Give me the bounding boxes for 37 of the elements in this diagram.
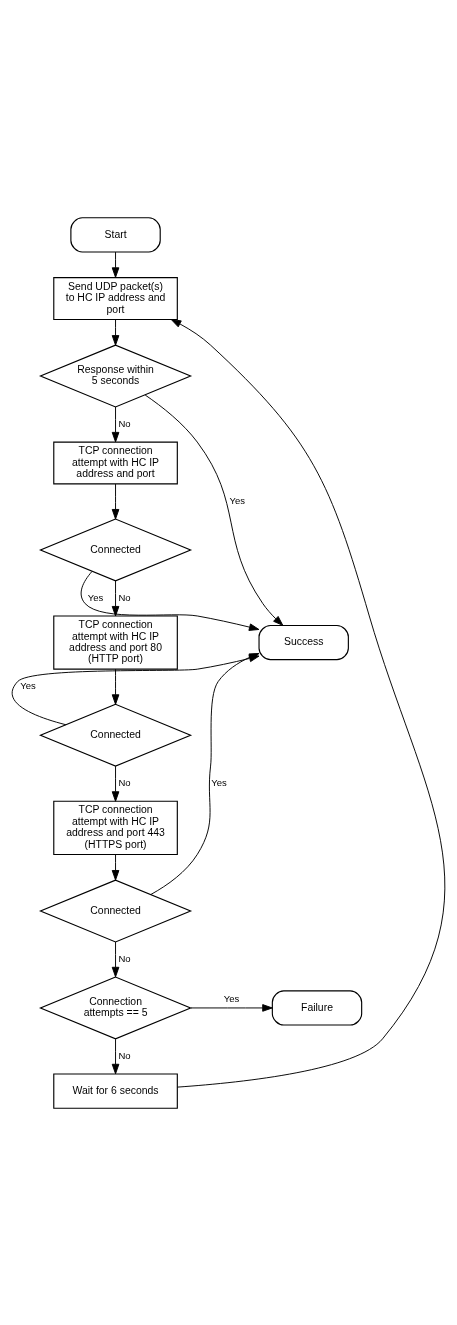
arrow bbox=[170, 318, 445, 1088]
arrow bbox=[111, 483, 120, 519]
edge-label: No bbox=[118, 1049, 131, 1061]
node-box: TCP connection attempt with HC IP address and port 443 (HTTPS port) bbox=[53, 800, 178, 855]
arrow bbox=[144, 394, 284, 626]
node-diamond: Response within 5 seconds bbox=[39, 344, 193, 407]
arrow bbox=[111, 941, 120, 977]
node-diamond: Connection attempts == 5 bbox=[39, 975, 193, 1039]
arrow bbox=[111, 853, 120, 880]
node-diamond: Connected bbox=[39, 517, 193, 581]
node-box: TCP connection attempt with HC IP address and port 80 (HTTP port) bbox=[53, 614, 178, 670]
node-box: Success bbox=[258, 624, 349, 660]
arrow bbox=[111, 251, 120, 278]
node-box: Wait for 6 seconds bbox=[53, 1072, 178, 1109]
arrow bbox=[190, 1003, 273, 1012]
node-diamond: Connected bbox=[39, 703, 193, 767]
edge-label: Yes bbox=[211, 776, 227, 788]
edge-label: Yes bbox=[20, 679, 36, 691]
arrow bbox=[111, 405, 120, 442]
edge-label: No bbox=[118, 591, 131, 603]
node-box: Failure bbox=[271, 989, 363, 1026]
edge-label: Yes bbox=[223, 992, 240, 1004]
edge-label: No bbox=[118, 776, 131, 788]
node-box: Send UDP packet(s) to HC IP address and port bbox=[53, 276, 178, 320]
arrow bbox=[111, 765, 120, 802]
edge-label: No bbox=[118, 417, 131, 429]
arrow bbox=[111, 1038, 120, 1074]
arrow bbox=[80, 570, 260, 631]
arrow bbox=[111, 668, 120, 705]
node-diamond: Connected bbox=[39, 879, 193, 942]
edge-label: Yes bbox=[87, 591, 104, 603]
node-box: Start bbox=[70, 216, 161, 253]
arrow bbox=[111, 579, 120, 616]
arrow bbox=[111, 318, 120, 346]
edge-label: Yes bbox=[229, 494, 245, 506]
edge-label: No bbox=[118, 952, 131, 964]
node-box: TCP connection attempt with HC IP address and port bbox=[53, 441, 178, 484]
